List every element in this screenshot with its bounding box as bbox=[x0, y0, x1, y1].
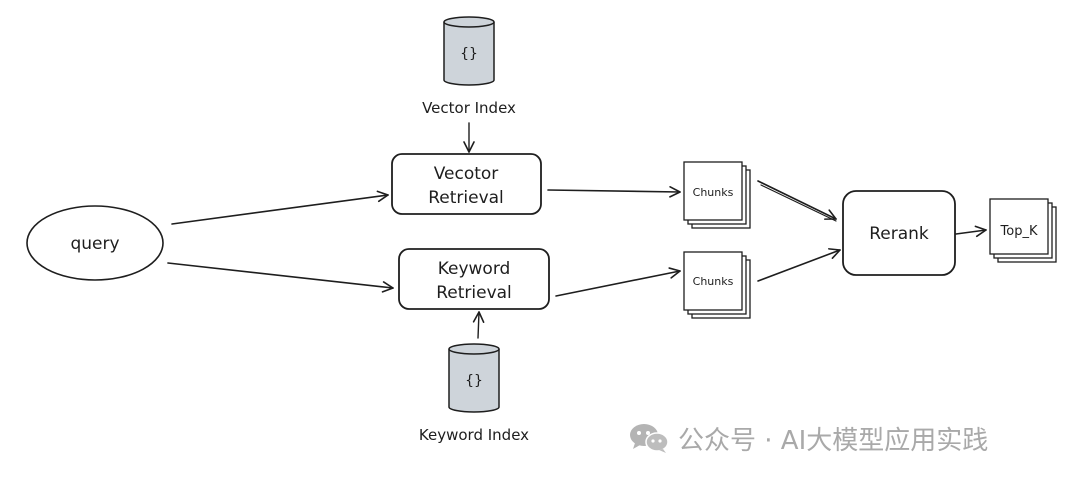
chunks-stack-top: Chunks bbox=[683, 161, 751, 229]
database-icon: {} bbox=[460, 46, 478, 62]
query-node: query bbox=[26, 205, 164, 281]
arrow-query-to-vector-retrieval bbox=[171, 190, 389, 225]
arrow-rerank-to-top-k bbox=[955, 225, 987, 238]
top-k-stack: Top_K bbox=[989, 198, 1057, 263]
arrow-vector-retrieval-to-chunks bbox=[547, 186, 681, 198]
chunks-bottom-label: Chunks bbox=[693, 275, 734, 288]
arrow-chunks-top-to-rerank bbox=[757, 180, 837, 220]
vector-index-cylinder: {} bbox=[443, 16, 495, 86]
top-k-label: Top_K bbox=[1000, 224, 1038, 239]
keyword-retrieval-label-line1: Keyword bbox=[438, 259, 511, 279]
arrow-query-to-keyword-retrieval bbox=[167, 262, 394, 293]
arrow-keyword-retrieval-to-chunks bbox=[555, 267, 681, 297]
keyword-index-label: Keyword Index bbox=[419, 426, 529, 444]
watermark-text: 公众号 · AI大模型应用实践 bbox=[678, 425, 989, 456]
keyword-retrieval-label-line2: Retrieval bbox=[436, 283, 512, 303]
vector-index-label: Vector Index bbox=[422, 99, 516, 117]
query-label: query bbox=[70, 234, 119, 254]
vector-retrieval-node: Vecotor Retrieval bbox=[391, 153, 542, 215]
rerank-node: Rerank bbox=[842, 190, 956, 276]
arrow-chunks-top-to-rerank-sketch bbox=[760, 184, 837, 222]
rerank-label: Rerank bbox=[869, 224, 929, 244]
arrow-keyword-index-to-retrieval bbox=[472, 311, 485, 339]
vector-retrieval-label-line1: Vecotor bbox=[434, 164, 499, 184]
watermark: 公众号 · AI大模型应用实践 bbox=[628, 420, 988, 456]
chunks-stack-bottom: Chunks bbox=[683, 251, 751, 319]
wechat-icon bbox=[630, 424, 669, 453]
chunks-top-label: Chunks bbox=[693, 186, 734, 199]
database-icon: {} bbox=[465, 373, 483, 389]
arrows bbox=[167, 122, 987, 339]
vector-retrieval-label-line2: Retrieval bbox=[428, 188, 504, 208]
keyword-retrieval-node: Keyword Retrieval bbox=[398, 248, 550, 310]
keyword-index-cylinder: {} bbox=[448, 343, 500, 413]
arrow-chunks-bottom-to-rerank bbox=[757, 248, 841, 282]
